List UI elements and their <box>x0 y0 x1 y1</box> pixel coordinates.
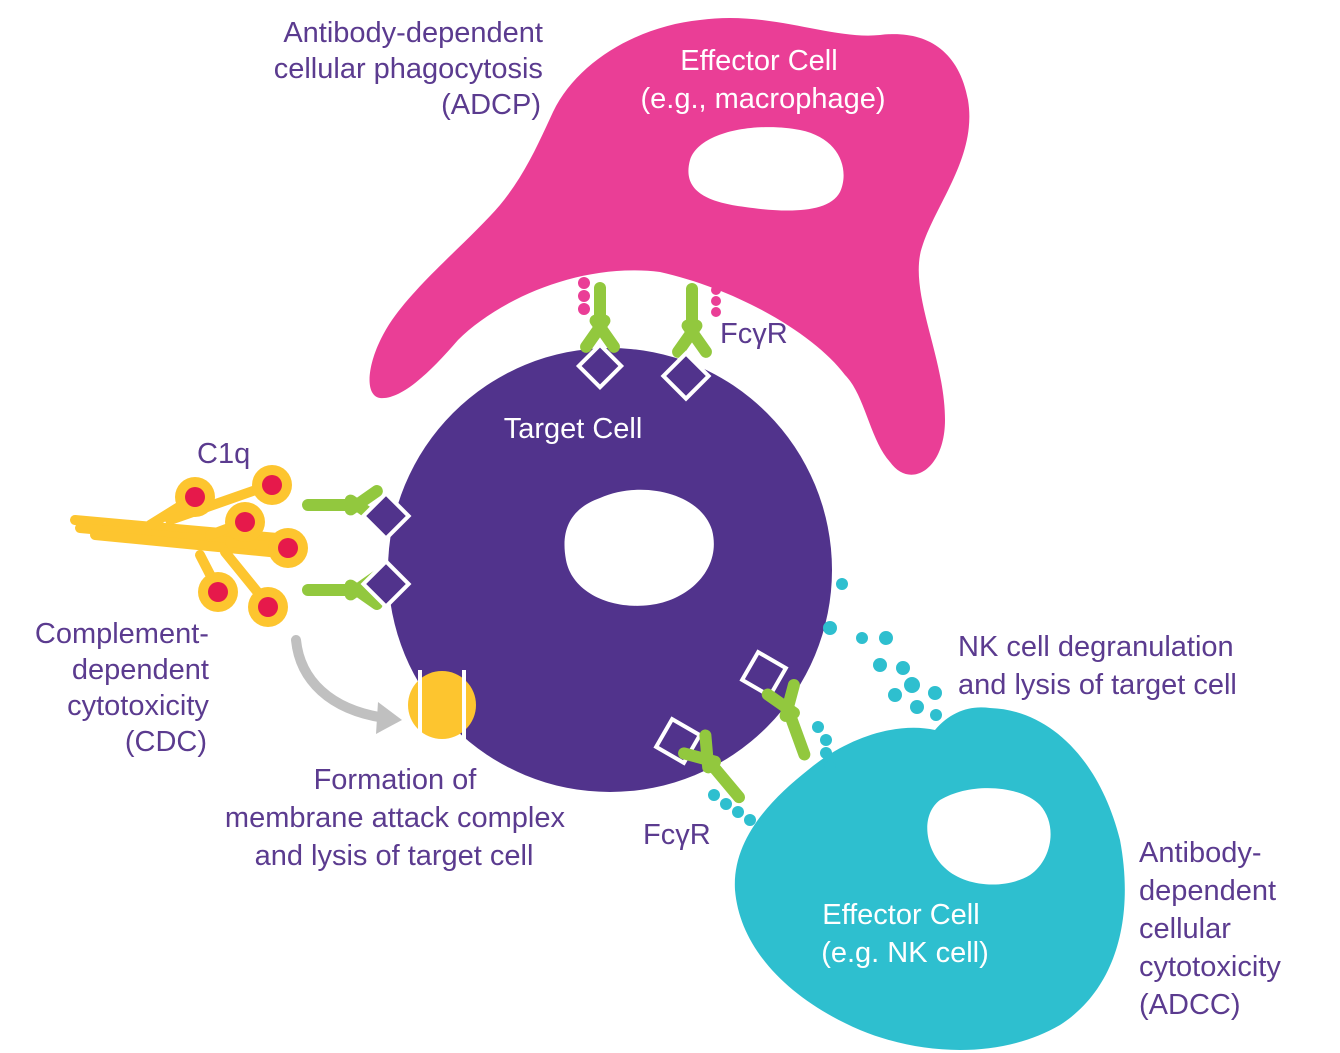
fcgr-receptor-nk-upper <box>812 721 836 773</box>
granule <box>879 631 893 645</box>
granule <box>896 661 910 675</box>
cdc-arrow <box>291 635 390 723</box>
antibody-top-right <box>672 283 712 358</box>
antigen-left-lower <box>360 558 412 610</box>
antigen-left-upper <box>360 490 412 542</box>
granule <box>888 688 902 702</box>
fcgr-receptor-macrophage-right <box>711 285 721 317</box>
granule <box>930 709 942 721</box>
c1q-complex <box>70 465 308 627</box>
cdc-label: Complement- dependent cytotoxicity (CDC) <box>35 618 217 758</box>
antigen-nk-upper <box>739 649 789 699</box>
nk-cell <box>734 707 1125 1050</box>
granule <box>904 677 920 693</box>
antibody-nk-lower <box>678 729 745 804</box>
nk-granules <box>823 578 942 721</box>
antigen-top-left <box>575 341 625 391</box>
cdc-arrow-head <box>376 702 402 734</box>
fcgr-label-bottom: FcγR <box>643 819 711 851</box>
granule <box>836 578 848 590</box>
granule <box>910 700 924 714</box>
c1q-heads <box>175 465 308 627</box>
macrophage-cell <box>369 17 970 475</box>
antigen-top-right <box>660 350 712 402</box>
nk-cell-nucleus <box>927 788 1051 885</box>
membrane-attack-complex <box>408 670 476 740</box>
granule <box>928 686 942 700</box>
fcgr-label-top: FcγR <box>720 318 788 350</box>
granule <box>856 632 868 644</box>
nk-cell-label: Effector Cell (e.g. NK cell) <box>821 899 989 969</box>
antibody-top-left <box>580 282 620 353</box>
fcgr-receptor-macrophage-left <box>578 277 590 315</box>
mac-label: Formation of membrane attack complex and… <box>225 764 573 872</box>
granule <box>873 658 887 672</box>
granule <box>823 621 837 635</box>
fcgr-receptor-nk-lower <box>708 789 756 826</box>
c1q-label: C1q <box>197 438 250 470</box>
adcc-label: Antibody- dependent cellular cytotoxicit… <box>1139 837 1289 1021</box>
target-cell-label: Target Cell <box>504 413 643 445</box>
nk-degranulation-label: NK cell degranulation and lysis of targe… <box>958 631 1242 701</box>
macrophage-label: Effector Cell (e.g., macrophage) <box>640 45 885 115</box>
macrophage-nucleus <box>688 127 844 211</box>
target-cell-nucleus <box>564 489 714 606</box>
antibody-nk-upper <box>761 678 811 761</box>
adcp-label: Antibody-dependent cellular phagocytosis… <box>274 17 551 121</box>
